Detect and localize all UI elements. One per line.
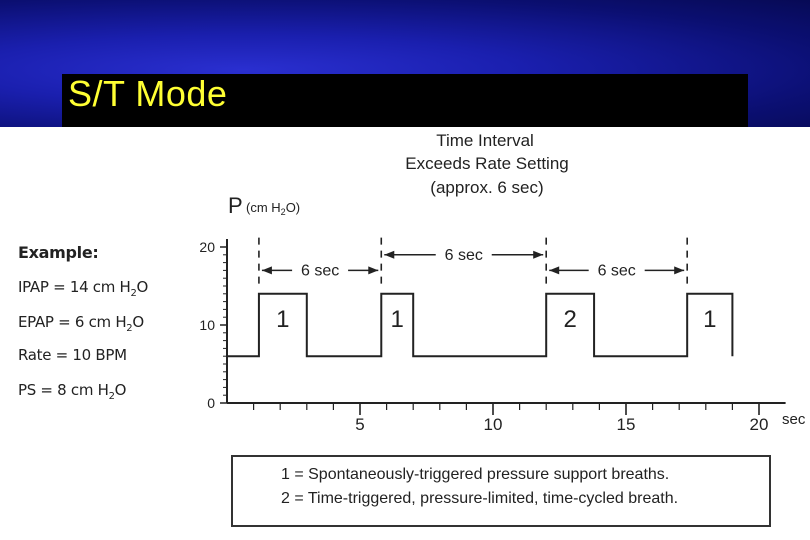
interval-arrowhead-left-3 <box>549 266 560 275</box>
breath-label-2: 1 <box>391 306 404 333</box>
y-tick-label-20: 20 <box>199 239 215 255</box>
legend-line-spontaneous: 1 = Spontaneously-triggered pressure sup… <box>281 466 670 483</box>
interval-label-2: 6 sec <box>445 247 483 264</box>
example-ps: PS = 8 cm H2O <box>18 381 127 402</box>
legend-line-timed: 2 = Time-triggered, pressure-limited, ti… <box>281 490 679 507</box>
example-rate: Rate = 10 BPM <box>18 346 127 364</box>
y-axis-label: P (cm H2O) <box>228 193 300 218</box>
interval-arrowhead-right-1 <box>368 266 379 275</box>
title-band <box>62 74 748 127</box>
interval-arrowhead-right-2 <box>533 250 544 259</box>
time-interval-line-2: Exceeds Rate Setting <box>405 154 568 173</box>
example-epap: EPAP = 6 cm H2O <box>18 313 144 334</box>
interval-label-3: 6 sec <box>598 262 636 279</box>
y-axis-letter: P <box>228 193 243 218</box>
interval-arrowhead-right-3 <box>674 266 685 275</box>
annotation-group: Time Interval Exceeds Rate Setting (appr… <box>405 131 568 197</box>
x-tick-label-5: 5 <box>355 415 364 434</box>
x-tick-label-15: 15 <box>617 415 636 434</box>
breath-label-3: 2 <box>563 306 576 333</box>
pressure-waveform <box>227 292 734 358</box>
legend-box: 1 = Spontaneously-triggered pressure sup… <box>231 455 771 527</box>
time-interval-line-3: (approx. 6 sec) <box>430 178 543 197</box>
breath-label-1: 1 <box>276 306 289 333</box>
example-ipap: IPAP = 14 cm H2O <box>18 278 149 299</box>
y-tick-label-0: 0 <box>207 395 215 411</box>
example-panel: Example: IPAP = 14 cm H2O EPAP = 6 cm H2… <box>18 240 198 410</box>
y-axis-unit: (cm H2O) <box>246 200 300 217</box>
slide-title: S/T Mode <box>68 73 228 114</box>
example-heading: Example: <box>18 243 99 262</box>
x-axis-unit: sec <box>782 411 806 428</box>
interval-label-1: 6 sec <box>301 262 339 279</box>
x-tick-label-10: 10 <box>484 415 503 434</box>
y-tick-label-10: 10 <box>199 317 215 333</box>
x-tick-label-20: 20 <box>750 415 769 434</box>
interval-arrowhead-left-2 <box>384 250 395 259</box>
interval-arrowhead-left-1 <box>261 266 272 275</box>
time-interval-line-1: Time Interval <box>436 131 534 150</box>
breath-label-4: 1 <box>703 306 716 333</box>
